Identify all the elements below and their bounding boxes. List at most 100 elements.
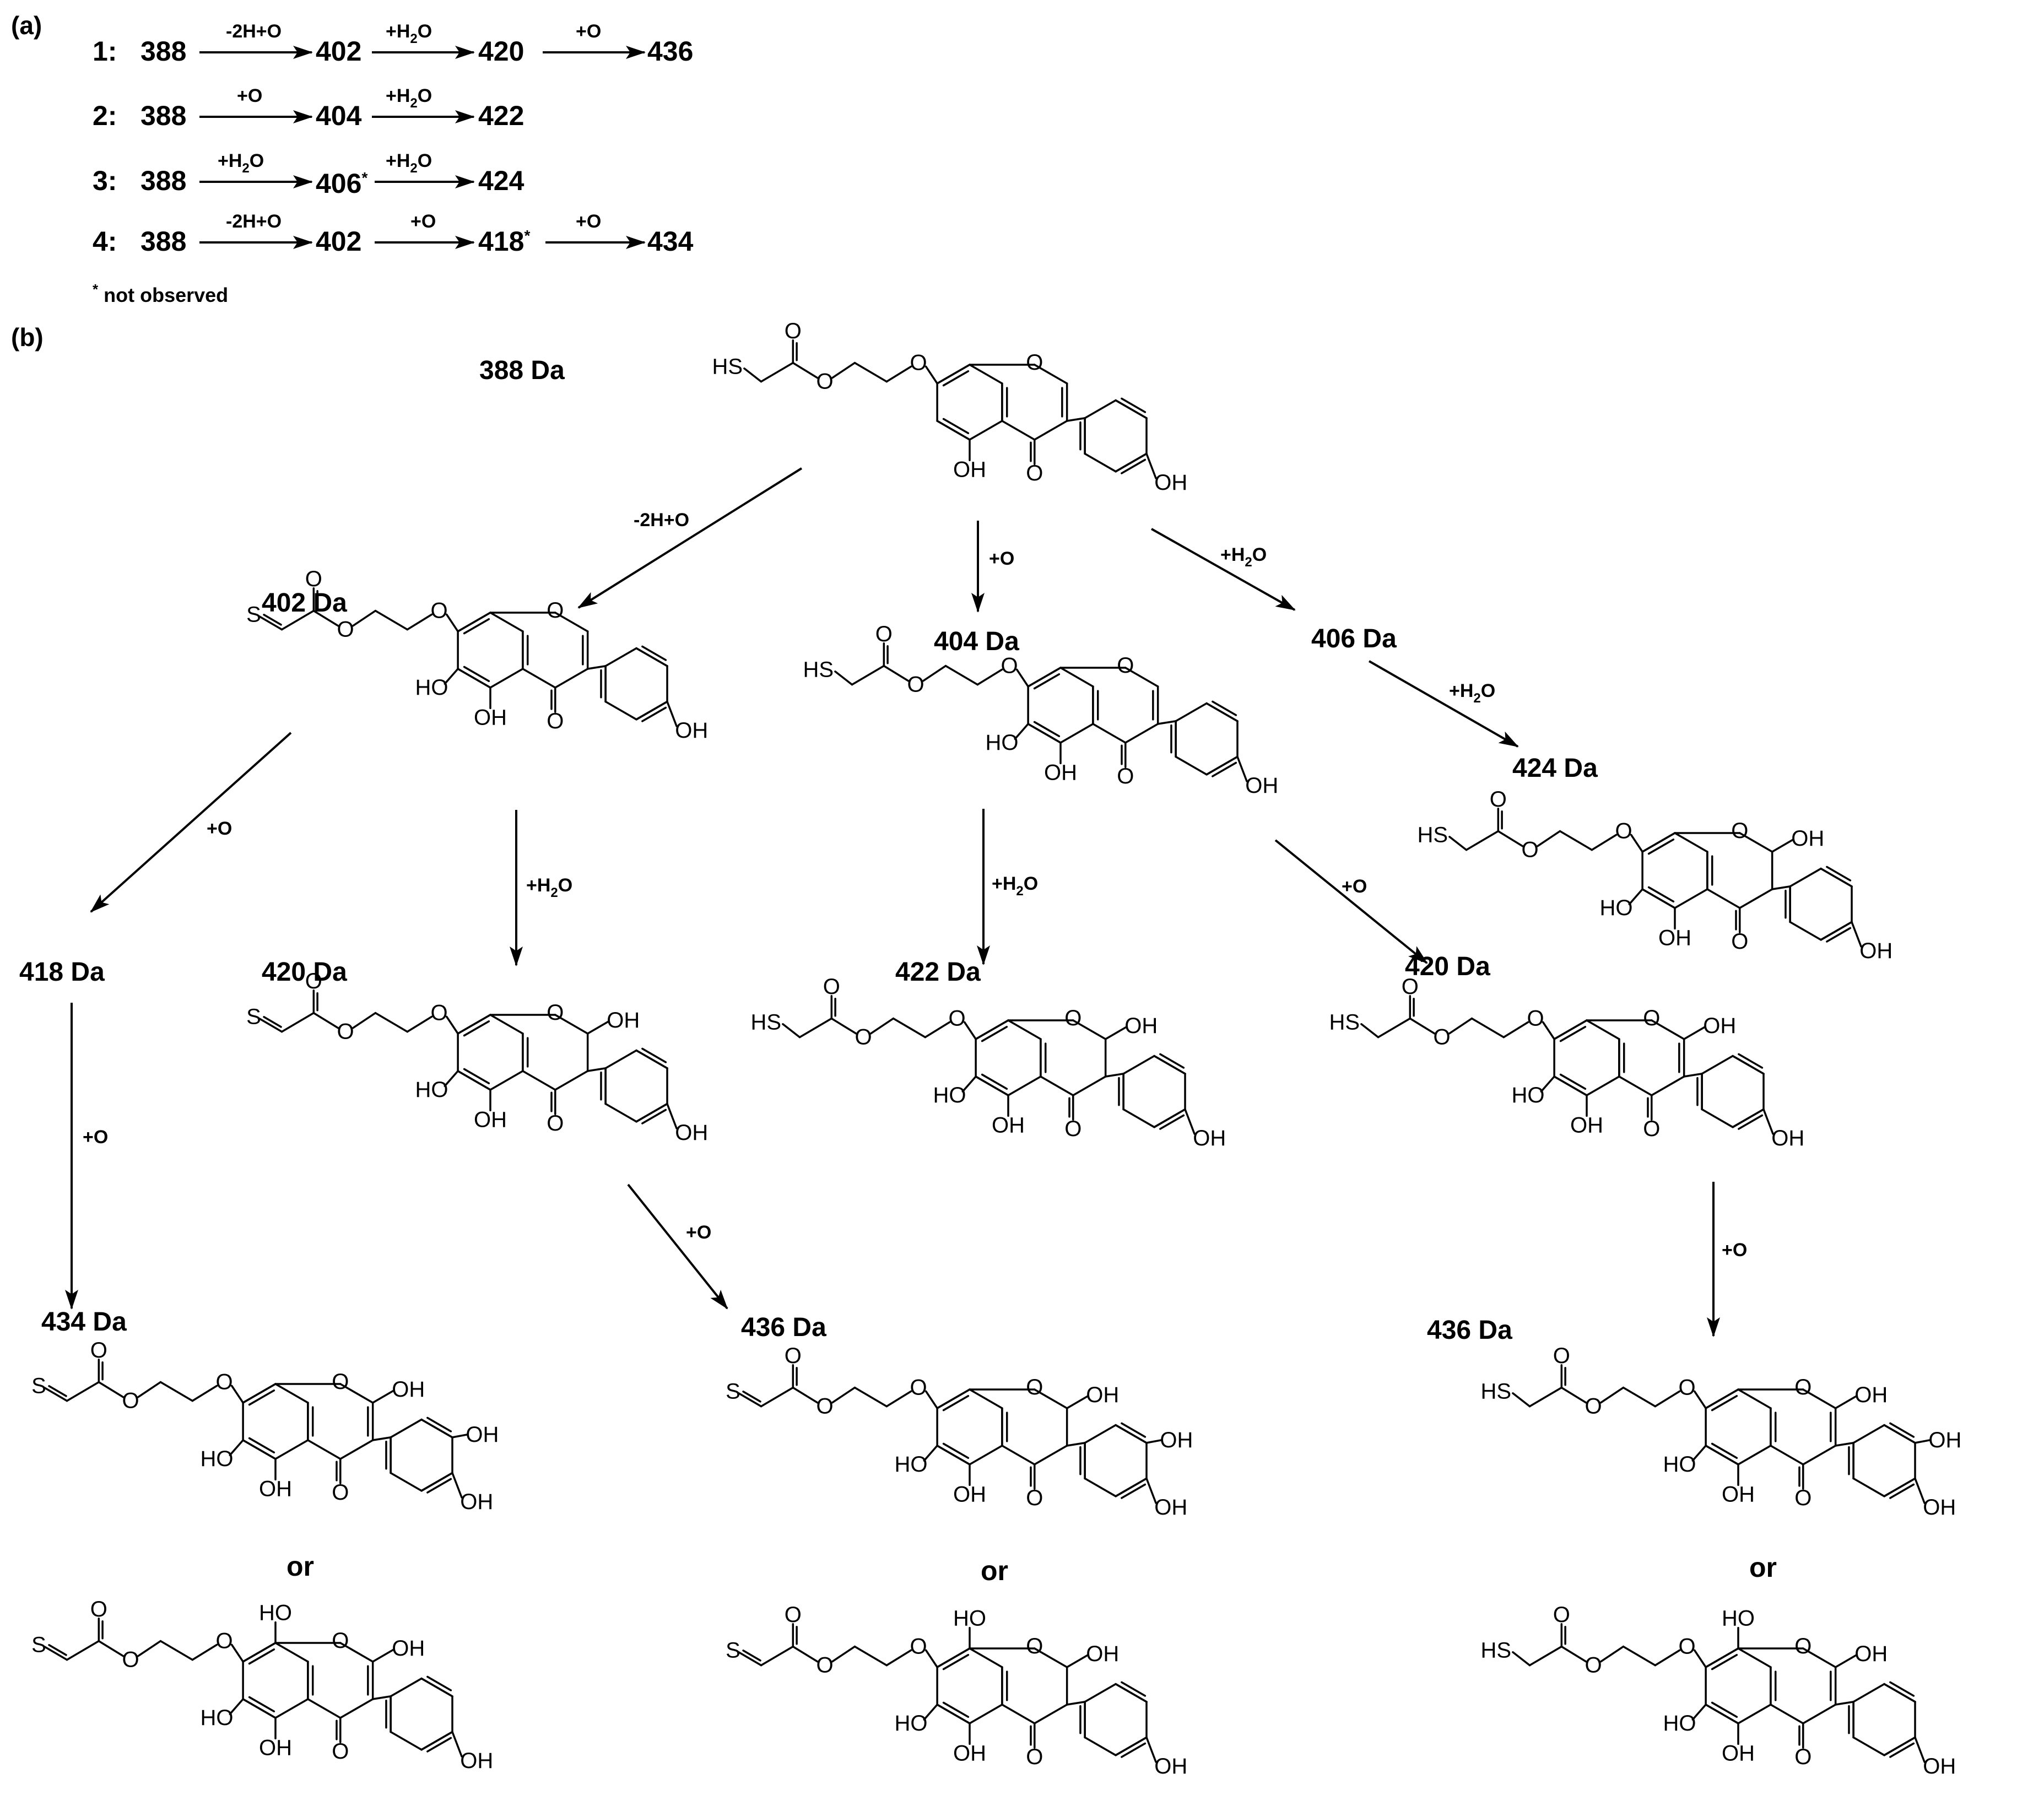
- atom-label: OH: [675, 1121, 708, 1145]
- bond: [1737, 1704, 1772, 1724]
- atom-label: OH: [1791, 826, 1824, 851]
- double-bond: [248, 1696, 275, 1713]
- panel-a-label: (a): [11, 11, 42, 40]
- atom-label: OH: [607, 1008, 640, 1032]
- bond: [975, 1075, 1009, 1096]
- atom-label: OH: [466, 1423, 499, 1447]
- bond: [374, 609, 409, 631]
- atom-label: O: [1615, 819, 1632, 843]
- double-bond: [48, 1644, 67, 1656]
- atom-label: HS: [1329, 1010, 1360, 1034]
- bond: [1066, 1654, 1089, 1668]
- bond: [782, 1023, 801, 1039]
- bond: [554, 668, 589, 689]
- bond: [944, 664, 979, 686]
- bond: [191, 1643, 218, 1661]
- bond: [885, 1390, 912, 1408]
- bond: [1586, 1019, 1620, 1040]
- atom-label: O: [1026, 1745, 1043, 1769]
- bond: [258, 1018, 283, 1033]
- bond: [242, 1698, 277, 1719]
- bond: [1560, 1386, 1587, 1404]
- or-label: or: [286, 1551, 314, 1582]
- bond: [604, 700, 637, 721]
- bond: [586, 1020, 609, 1035]
- bond: [1641, 888, 1676, 909]
- bond: [312, 1012, 339, 1029]
- bond: [760, 361, 794, 383]
- atom-label: HO: [933, 1083, 966, 1107]
- atom-label: O: [1001, 654, 1018, 678]
- double-bond: [1121, 1483, 1147, 1499]
- double-bond: [1121, 1742, 1147, 1758]
- atom-label: O: [1643, 1006, 1660, 1030]
- bond: [851, 664, 885, 686]
- mass-value: 418*: [478, 226, 530, 257]
- bond: [1015, 668, 1029, 688]
- atom-label: OH: [1771, 1126, 1804, 1150]
- atom-label: O: [1434, 1025, 1451, 1050]
- mass-label-436: 436 Da: [741, 1313, 826, 1342]
- bond: [737, 1651, 763, 1667]
- bond: [743, 367, 763, 383]
- bond: [1360, 1023, 1380, 1039]
- bond: [1153, 1108, 1186, 1128]
- double-bond: [1711, 1653, 1738, 1670]
- atom-label: O: [1731, 929, 1748, 954]
- atom-label: HS: [751, 1010, 782, 1034]
- bond: [792, 1645, 819, 1663]
- arrow-label: +O: [686, 1222, 711, 1243]
- bond: [1771, 885, 1791, 890]
- bond: [604, 1049, 637, 1069]
- reaction-arrow: [1369, 660, 1519, 748]
- bond: [969, 420, 1003, 441]
- bond: [43, 1646, 68, 1661]
- atom-label: O: [785, 1603, 802, 1627]
- bond: [792, 1386, 819, 1404]
- double-bond: [463, 618, 490, 635]
- bond: [1122, 1055, 1155, 1075]
- mass-value: 402: [316, 226, 361, 257]
- bond: [1883, 1683, 1916, 1703]
- bond: [1084, 1683, 1117, 1703]
- bond: [307, 1439, 342, 1460]
- bond: [1115, 1424, 1148, 1444]
- bond: [666, 700, 678, 727]
- bond: [1001, 1704, 1036, 1724]
- bond: [457, 612, 491, 632]
- bond: [1883, 1424, 1916, 1444]
- atom-label: OH: [1245, 774, 1278, 798]
- bond: [1184, 1108, 1196, 1135]
- atom-label: O: [1026, 350, 1043, 375]
- bond: [444, 1070, 459, 1087]
- bond: [1115, 1477, 1148, 1497]
- atom-label: OH: [953, 457, 986, 482]
- atom-label: OH: [1086, 1642, 1119, 1666]
- bond: [760, 1386, 794, 1408]
- bond: [1560, 1645, 1587, 1663]
- bond: [1852, 1477, 1885, 1497]
- double-bond: [942, 418, 970, 435]
- bond: [1528, 1645, 1563, 1667]
- bond: [1497, 830, 1524, 847]
- atom-label: OH: [1923, 1495, 1956, 1520]
- double-bond: [426, 1675, 452, 1691]
- bond: [1705, 1647, 1739, 1668]
- pathway-1: 1: 388 -2H+O 402 +H2O 420 +O 436: [93, 21, 693, 67]
- bond: [969, 1704, 1003, 1724]
- bond: [936, 420, 971, 441]
- atom-label: HS: [1481, 1638, 1512, 1662]
- bond: [922, 664, 947, 682]
- bond: [1122, 1108, 1155, 1128]
- arrow-label: +O: [83, 1127, 108, 1148]
- atom-label: O: [1026, 1634, 1043, 1658]
- double-bond: [641, 706, 667, 722]
- bond: [1066, 417, 1086, 422]
- bond: [1771, 839, 1794, 853]
- double-bond: [641, 1109, 667, 1124]
- atom-label: OH: [1086, 1383, 1119, 1407]
- bond: [1693, 1390, 1707, 1409]
- atom-label: O: [910, 1376, 927, 1400]
- bond: [1737, 1647, 1772, 1668]
- bond: [1732, 1055, 1765, 1075]
